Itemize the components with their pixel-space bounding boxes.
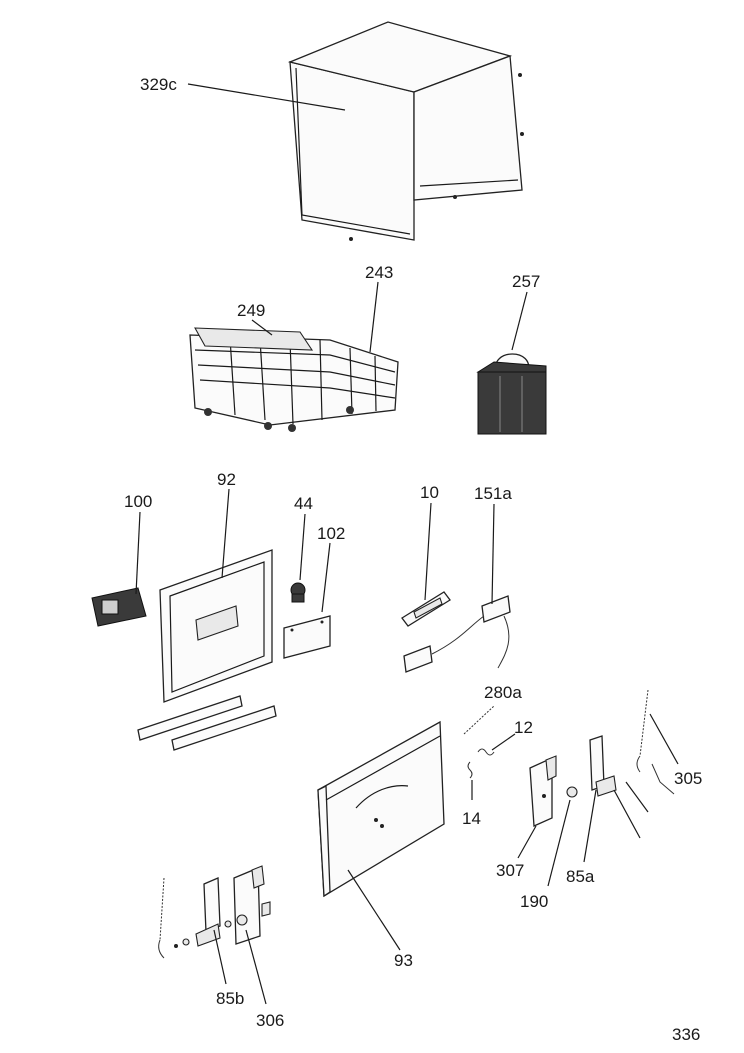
leader-307 [517, 825, 537, 859]
label-14: 14 [462, 809, 481, 828]
component-44 [290, 582, 306, 603]
label-280a: 280a [484, 683, 522, 702]
label-307: 307 [496, 861, 524, 880]
cable-280a [463, 705, 495, 735]
leader-12 [491, 733, 516, 751]
label-257: 257 [512, 272, 540, 291]
label-92: 92 [217, 470, 236, 489]
outer-door-93 [317, 720, 445, 898]
hinge-307 [529, 755, 557, 827]
hinge-arm-85b [174, 877, 221, 948]
leader-151a [491, 503, 495, 605]
door-trim-strips [137, 695, 277, 751]
leader-92 [221, 488, 230, 579]
label-243: 243 [365, 263, 393, 282]
label-93: 93 [394, 951, 413, 970]
leader-85b [213, 929, 227, 985]
label-151a: 151a [474, 484, 512, 503]
label-329c: 329c [140, 75, 177, 94]
label-249: 249 [237, 301, 265, 320]
spring-left [158, 877, 165, 959]
label-85b: 85b [216, 989, 244, 1008]
leader-10 [424, 502, 432, 601]
label-85a: 85a [566, 867, 595, 886]
dish-rack [189, 327, 399, 432]
cutlery-basket-257 [476, 353, 547, 435]
cabinet-shell-329c [287, 21, 524, 241]
hinge-arm-85a [589, 735, 649, 839]
leader-100 [135, 511, 141, 595]
spring-305 [636, 689, 675, 795]
leader-306 [245, 929, 267, 1005]
spring-12 [477, 748, 495, 756]
dispenser-10 [401, 591, 451, 627]
switch-151a [403, 595, 511, 673]
label-190: 190 [520, 892, 548, 911]
leader-305 [649, 713, 679, 765]
leader-257 [511, 291, 528, 351]
inner-door-92 [159, 549, 273, 703]
page-number: 336 [672, 1025, 700, 1044]
label-100: 100 [124, 492, 152, 511]
label-305: 305 [674, 769, 702, 788]
leader-249 [251, 319, 273, 336]
label-102: 102 [317, 524, 345, 543]
leader-329c [187, 83, 346, 111]
washer-190 [566, 786, 578, 798]
label-44: 44 [294, 494, 313, 513]
leader-85a [583, 789, 597, 863]
label-10: 10 [420, 483, 439, 502]
label-306: 306 [256, 1011, 284, 1030]
leader-102 [321, 542, 331, 613]
spring-14 [467, 761, 473, 779]
label-12: 12 [514, 718, 533, 737]
plate-102 [283, 615, 331, 659]
hinge-306 [224, 865, 271, 945]
leader-44 [299, 513, 306, 581]
leader-243 [369, 281, 379, 353]
latch-100 [91, 587, 147, 627]
leader-190 [547, 799, 571, 887]
leader-93 [347, 869, 401, 951]
